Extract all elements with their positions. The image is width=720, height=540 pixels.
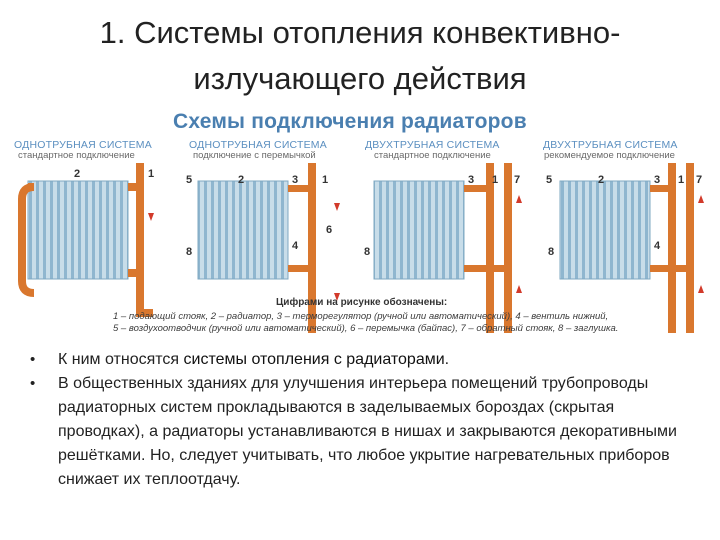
svg-text:1: 1 <box>492 174 498 186</box>
slide-title: 1. Системы отопления конвективно-излучаю… <box>99 15 621 96</box>
bullet-dot-icon: • <box>30 375 36 392</box>
system-4-sub: рекомендуемое подключение <box>544 150 675 161</box>
svg-text:2: 2 <box>598 174 604 186</box>
svg-text:1: 1 <box>322 174 328 186</box>
system-2-sub: подключение с перемычкой <box>193 150 316 161</box>
svg-text:2: 2 <box>74 168 80 180</box>
bullet-2-text: В общественных зданиях для улучшения инт… <box>58 375 677 488</box>
svg-text:7: 7 <box>514 174 520 186</box>
system-1-name: Однотрубная система <box>14 139 152 151</box>
bullet-list: • К ним относятся системы отопления с ра… <box>28 348 698 492</box>
svg-text:2: 2 <box>238 174 244 186</box>
radiator-schemes-illustration: 2 1 5 2 3 1 8 4 6 8 3 1 7 <box>8 103 712 343</box>
svg-text:1: 1 <box>678 174 684 186</box>
scheme-2: 5 2 3 1 8 4 6 <box>186 163 332 333</box>
svg-text:8: 8 <box>364 246 370 258</box>
svg-text:4: 4 <box>654 240 661 252</box>
scheme-4: 5 2 3 1 7 8 4 <box>546 163 702 333</box>
svg-text:4: 4 <box>292 240 299 252</box>
scheme-3: 8 3 1 7 <box>364 163 520 333</box>
bullet-dot-icon: • <box>30 351 36 368</box>
bullet-1-text: К ним относятся <box>58 351 184 368</box>
bullet-item: • В общественных зданиях для улучшения и… <box>28 372 698 492</box>
svg-text:3: 3 <box>292 174 298 186</box>
svg-text:6: 6 <box>326 224 332 236</box>
system-3-name: Двухтрубная система <box>365 139 500 151</box>
svg-text:3: 3 <box>654 174 660 186</box>
scheme-1: 2 1 <box>18 163 154 317</box>
system-1-sub: стандартное подключение <box>18 150 135 161</box>
svg-text:3: 3 <box>468 174 474 186</box>
system-3-sub: стандартное подключение <box>374 150 491 161</box>
diagram-heading: Схемы подключения радиаторов <box>173 110 527 133</box>
svg-text:7: 7 <box>696 174 702 186</box>
radiator-diagram: 2 1 5 2 3 1 8 4 6 8 3 1 7 <box>8 103 712 343</box>
legend-line-1: 1 – подающий стояк, 2 – радиатор, 3 – те… <box>113 311 609 322</box>
legend-line-2: 5 – воздухоотводчик (ручной или автомати… <box>113 323 619 334</box>
legend-title: Цифрами на рисунке обозначены: <box>276 297 448 308</box>
system-4-name: Двухтрубная система <box>543 139 678 151</box>
system-2-name: Однотрубная система <box>189 139 327 151</box>
svg-text:5: 5 <box>546 174 552 186</box>
bullet-1-highlight: системы отопления с радиаторами <box>183 351 445 368</box>
svg-text:8: 8 <box>548 246 554 258</box>
svg-text:8: 8 <box>186 246 192 258</box>
svg-text:5: 5 <box>186 174 192 186</box>
bullet-item: • К ним относятся системы отопления с ра… <box>28 348 698 372</box>
svg-text:1: 1 <box>148 168 154 180</box>
bullet-1-end: . <box>444 351 450 368</box>
